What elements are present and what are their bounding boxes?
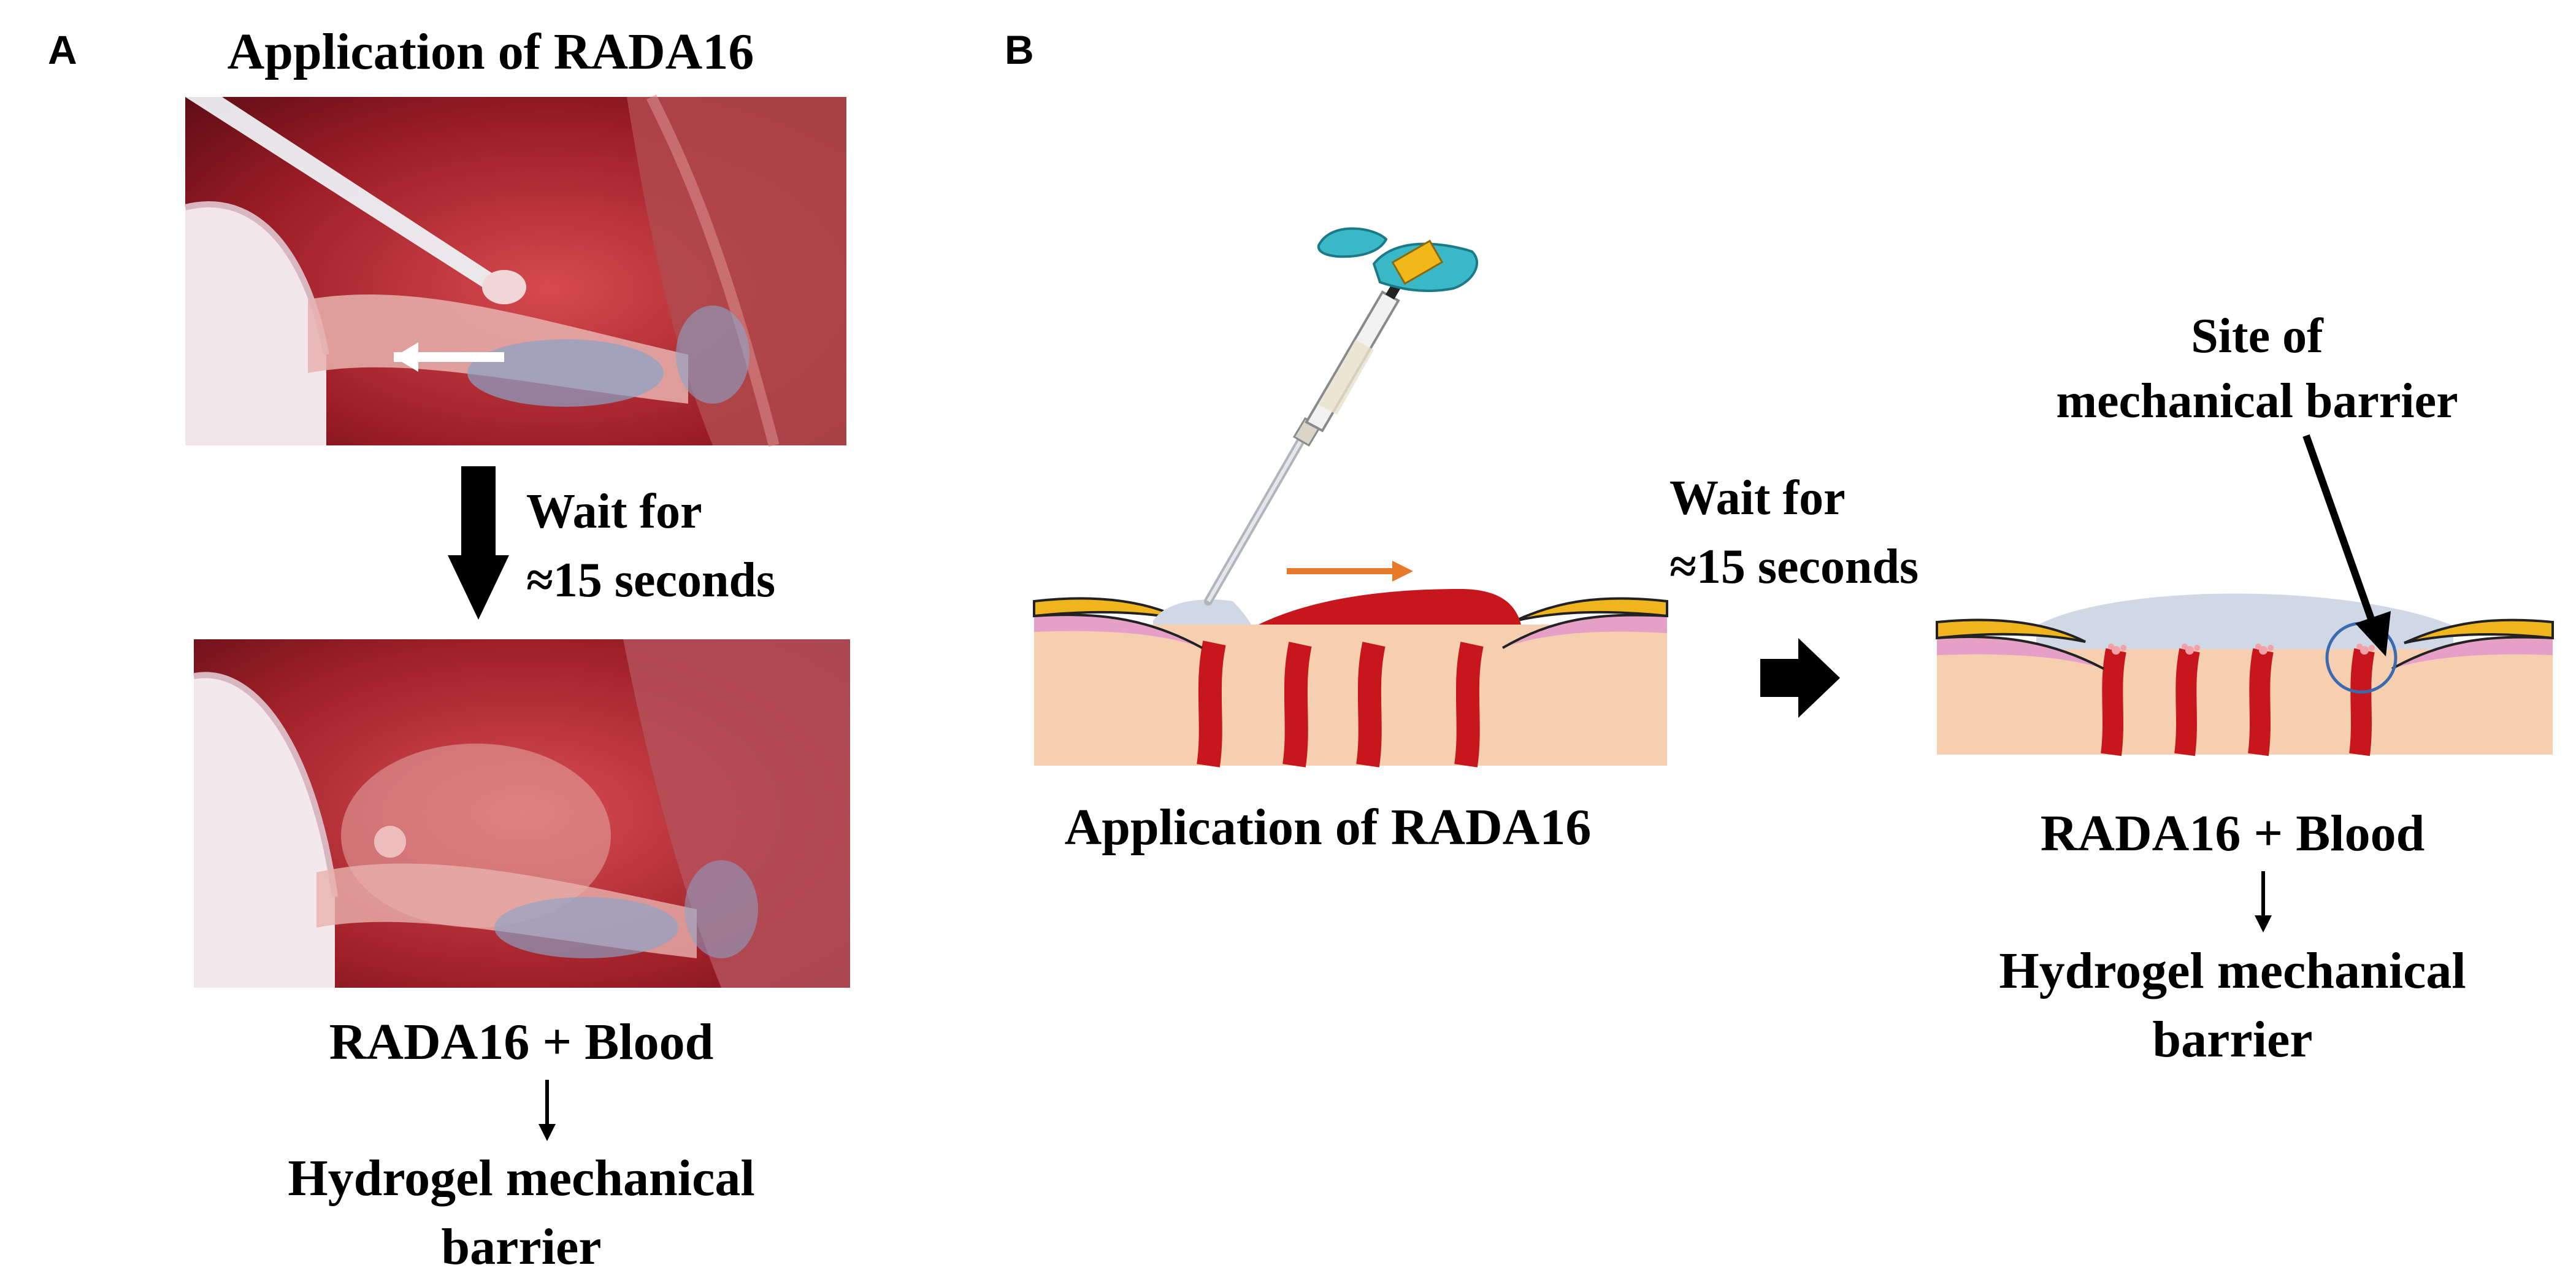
panel-b-result-line2: Hydrogel mechanical: [1999, 942, 2466, 999]
panel-b-wait-line1: Wait for: [1669, 471, 1846, 525]
panel-a-letter: A: [48, 27, 77, 72]
syringe-icon: [1204, 227, 1479, 606]
application-direction-arrow-icon: [1287, 561, 1413, 582]
panel-a-wait-line2: ≈15 seconds: [526, 553, 776, 607]
application-schematic: [1030, 227, 1674, 785]
panel-b-site-line1: Site of: [2191, 309, 2323, 363]
panel-b-result-line1: RADA16 + Blood: [2040, 805, 2425, 862]
panel-b-letter: B: [1005, 27, 1034, 72]
panel-a-title: Application of RADA16: [227, 23, 754, 80]
panel-a-result-line2: Hydrogel mechanical: [288, 1150, 755, 1207]
panel-a-wait-line1: Wait for: [526, 485, 702, 539]
panel-a-result-line3: barrier: [441, 1218, 602, 1275]
wait-arrow-right-icon: [1760, 638, 1840, 718]
surgical-photo-after: [193, 639, 850, 988]
panel-b-down-arrow-icon: [2251, 871, 2275, 933]
panel-a-result-line1: RADA16 + Blood: [329, 1014, 714, 1071]
surgical-photo-before: [184, 94, 846, 447]
panel-b-left-caption: Application of RADA16: [1064, 799, 1592, 856]
barrier-schematic: [1932, 589, 2558, 785]
wait-arrow-down-icon: [448, 466, 509, 620]
site-pointer-arrow-icon: [2294, 429, 2417, 663]
panel-b-site-line2: mechanical barrier: [2056, 374, 2458, 428]
panel-b-result-line3: barrier: [2152, 1011, 2313, 1068]
panel-b-wait-line2: ≈15 seconds: [1669, 540, 1919, 594]
panel-a-down-arrow-icon: [535, 1080, 559, 1141]
